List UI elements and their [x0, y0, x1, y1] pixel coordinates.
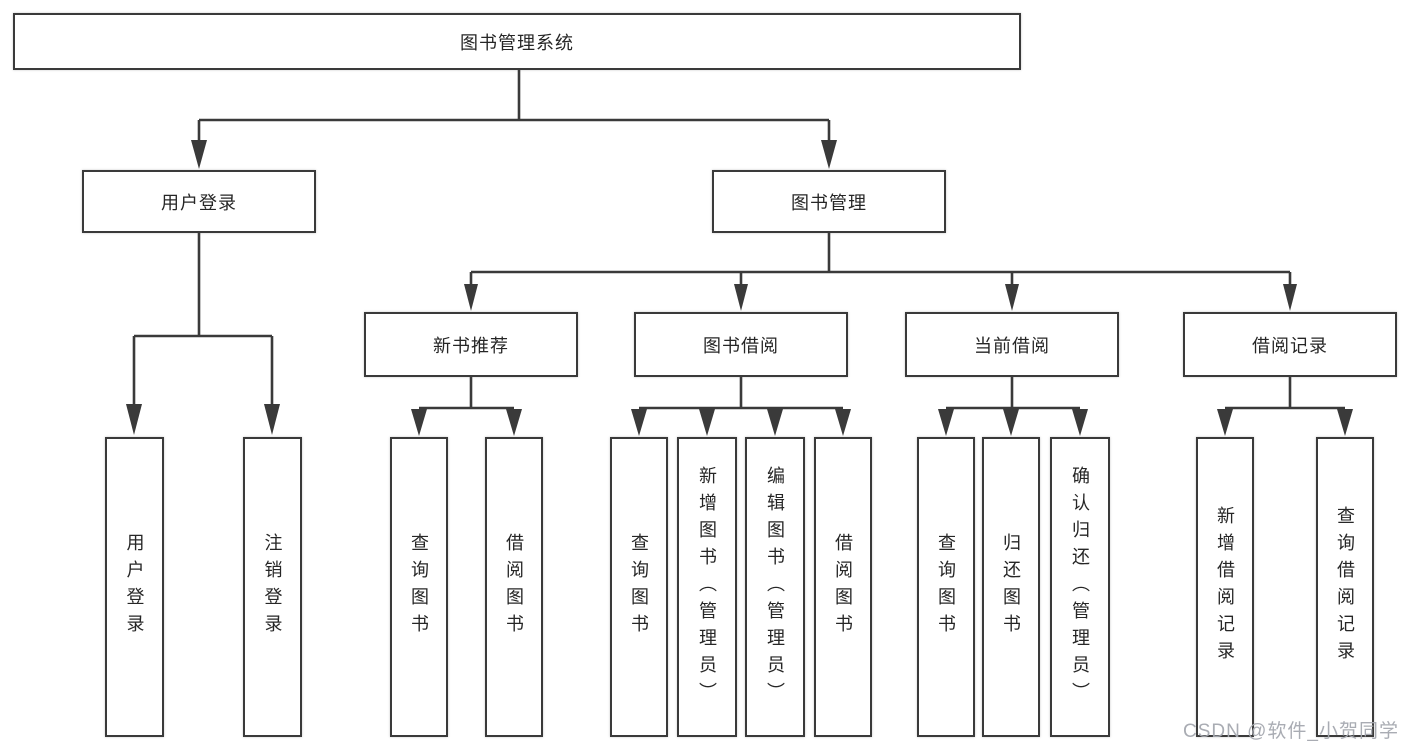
leaf-borrow-books-recommend: 借阅图书 [485, 437, 543, 737]
leaf-query-books-recommend: 查询图书 [390, 437, 448, 737]
leaf-add-book-admin: 新增图书（管理员） [677, 437, 737, 737]
leaf-borrow-books-borrowing: 借阅图书 [814, 437, 872, 737]
leaf-user-login: 用户登录 [105, 437, 164, 737]
leaf-edit-book-admin: 编辑图书（管理员） [745, 437, 805, 737]
node-book-management: 图书管理 [712, 170, 946, 233]
leaf-logout: 注销登录 [243, 437, 302, 737]
node-new-book-recommend: 新书推荐 [364, 312, 578, 377]
node-borrowing-records: 借阅记录 [1183, 312, 1397, 377]
csdn-watermark: CSDN @软件_小贺同学 [1183, 721, 1399, 742]
leaf-add-borrow-record: 新增借阅记录 [1196, 437, 1254, 737]
node-root-library-system: 图书管理系统 [13, 13, 1021, 70]
leaf-return-books: 归还图书 [982, 437, 1040, 737]
node-current-borrowing: 当前借阅 [905, 312, 1119, 377]
leaf-query-borrow-record: 查询借阅记录 [1316, 437, 1374, 737]
leaf-query-books-borrowing: 查询图书 [610, 437, 668, 737]
leaf-confirm-return-admin: 确认归还（管理员） [1050, 437, 1110, 737]
node-user-login: 用户登录 [82, 170, 316, 233]
node-book-borrowing: 图书借阅 [634, 312, 848, 377]
leaf-query-books-current: 查询图书 [917, 437, 975, 737]
